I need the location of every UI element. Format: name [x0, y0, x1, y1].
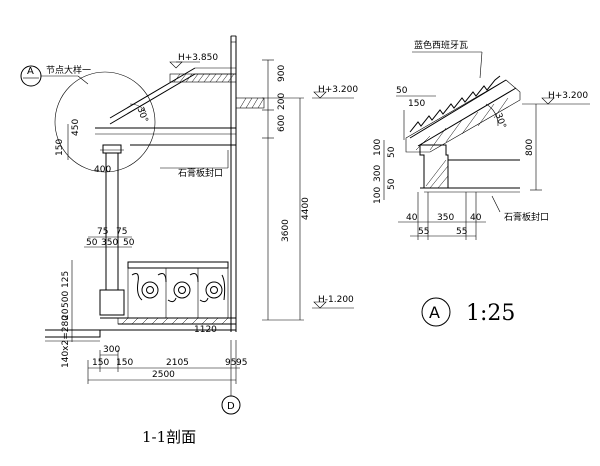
dim-det-300: 300: [373, 165, 383, 182]
dim-bot-150a: 150: [92, 358, 109, 368]
detail-scale: 1:25: [466, 301, 515, 326]
gypsum-seal-label: 石膏板封口: [178, 167, 223, 179]
detail-tag-letter: A: [429, 303, 440, 322]
dim-bot-95b: 95: [236, 358, 247, 368]
dim-rail-500: 500: [61, 291, 71, 308]
dim-bot-2500: 2500: [152, 370, 175, 380]
dim-det-55b: 55: [456, 227, 467, 237]
dim-step-140x2: 140x2=280: [61, 315, 71, 368]
elev-bottom-label: H-1.200: [318, 295, 354, 305]
section-title: 1-1剖面: [142, 428, 196, 446]
dim-col-50b: 50: [123, 238, 135, 248]
dim-det-800: 800: [525, 139, 535, 156]
railing-ornament: [131, 268, 226, 318]
dim-right-3600: 3600: [281, 219, 291, 242]
dim-left-150: 150: [55, 139, 65, 156]
section-1-1: H+3.850 石膏板封口: [20, 35, 358, 446]
dim-det-50b: 50: [387, 146, 397, 158]
axis-tag-letter: D: [227, 401, 235, 412]
dim-col-350: 350: [101, 238, 118, 248]
detail-a: 蓝色西班牙瓦 30° H+3.200 800 50 150: [373, 39, 590, 327]
dim-bot-2105: 2105: [166, 358, 189, 368]
dim-col-75b: 75: [116, 227, 127, 237]
dim-det-100a: 100: [373, 139, 383, 156]
dim-bot-300: 300: [103, 345, 120, 355]
dim-det-55a: 55: [418, 227, 429, 237]
dim-det-50c: 50: [387, 178, 397, 190]
dim-right-600: 600: [277, 115, 287, 132]
dim-rail-20: 20: [61, 308, 71, 320]
gypsum-seal-label-2: 石膏板封口: [504, 211, 549, 223]
dim-right-900: 900: [277, 65, 287, 82]
detail-tag-letter-left: A: [27, 66, 34, 77]
dim-det-150: 150: [408, 99, 425, 109]
callout-label: 节点大样一: [46, 64, 91, 76]
dim-bot-150b: 150: [116, 358, 133, 368]
slope-label-left: 30°: [134, 106, 149, 124]
dim-det-350: 350: [437, 213, 454, 223]
elev-eave-label: H+3.200: [318, 85, 358, 95]
dim-col-400: 400: [94, 165, 111, 175]
dim-right-200: 200: [277, 93, 287, 110]
slope-label-detail: 30°: [492, 112, 507, 130]
dim-rail-125: 125: [61, 271, 71, 288]
dim-col-75a: 75: [97, 227, 108, 237]
axis-tag-circle: [221, 395, 241, 415]
dim-left-450: 450: [71, 119, 81, 136]
elev-eave-detail: H+3.200: [548, 91, 588, 101]
dim-rail-1120: 1120: [194, 325, 217, 335]
dim-det-50: 50: [396, 86, 408, 96]
dim-det-40a: 40: [406, 213, 418, 223]
dim-det-100b: 100: [373, 187, 383, 204]
detail-tag-circle: [421, 297, 451, 327]
elev-top-label: H+3.850: [178, 53, 218, 63]
dim-col-50a: 50: [86, 238, 98, 248]
roof-tile-label: 蓝色西班牙瓦: [414, 39, 468, 51]
dim-right-4400: 4400: [301, 197, 311, 220]
detail-callout-circle: [54, 71, 156, 173]
